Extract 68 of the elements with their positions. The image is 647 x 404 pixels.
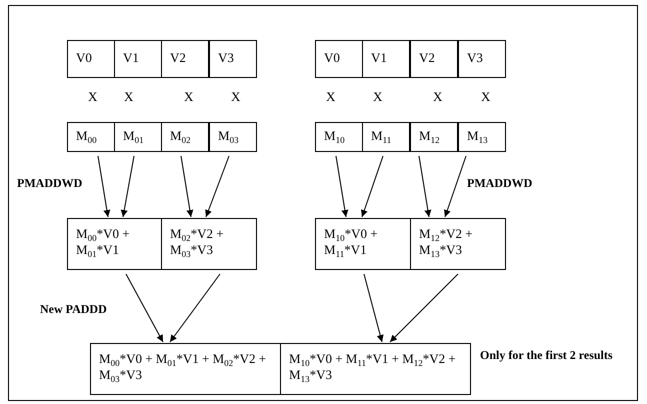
register-cell [458,122,506,152]
register-cell [458,40,506,78]
arrow [205,156,230,218]
multiply-sign: X [373,89,382,105]
register-cell [362,40,410,78]
note-text: Only for the first 2 results [480,348,613,363]
cell-text: M$_{00}$ [76,128,98,144]
cell-text: M$_{11}$ [371,128,392,144]
register-cell [209,122,257,152]
arrow [390,274,458,342]
cell-text: M$_{00}$*V0 + M$_{01}$*V1 [76,226,131,258]
register-cell [362,122,410,152]
cell-text: M$_{13}$ [467,128,489,144]
multiply-sign: X [326,89,336,105]
cell-text: M$_{10}$*V0 + M$_{11}$*V1 [324,226,379,258]
cell-text: M$_{01}$ [123,128,145,144]
multiply-sign: X [433,89,442,105]
multiply-sign: X [124,89,134,105]
arrow [444,156,466,218]
register-cell [209,40,257,78]
arrow [360,156,384,218]
arrow [180,156,194,218]
cell-text: V2 [419,50,436,66]
cell-text: V0 [76,50,93,66]
cell-text: M$_{02}$*V2 + M$_{03}$*V3 [170,226,225,258]
result-cell [315,218,411,270]
cell-text: M$_{10}$*V0 + M$_{11}$*V1 + M$_{12}$*V2 + M$_{13}$*V3 [289,351,457,383]
cell-text: M$_{02}$ [170,128,192,144]
register-cell [315,40,363,78]
multiply-sign: X [481,89,490,105]
cell-text: M$_{10}$ [324,128,346,144]
result-cell [67,218,162,270]
multiply-sign: X [88,89,98,105]
arrow [364,274,384,342]
multiply-sign: X [184,89,194,105]
cell-text: M$_{00}$*V0 + M$_{01}$*V1 + M$_{02}$*V2 + M$_{03}$*V3 [99,351,268,383]
instruction-label: PMADDWD [467,176,532,191]
cell-text: V1 [371,50,388,66]
register-cell [315,122,363,152]
cell-text: M$_{12}$ [419,128,441,144]
register-cell [161,40,209,78]
arrow [98,156,110,218]
register-cell [161,122,209,152]
cell-text: V1 [123,50,140,66]
instruction-label: New PADDD [40,302,107,317]
cell-text: M$_{03}$ [218,128,240,144]
cell-text: V0 [324,50,341,66]
result-cell [410,218,506,270]
result-cell [161,218,257,270]
instruction-label: PMADDWD [17,176,82,191]
cell-text: V3 [218,50,235,66]
register-cell [410,122,458,152]
cell-text: V3 [467,50,484,66]
arrow [120,156,134,218]
arrow [336,156,348,218]
register-cell [67,122,115,152]
cell-text: M$_{12}$*V2 + M$_{13}$*V3 [419,226,474,258]
arrow [170,274,220,342]
cell-text: V2 [170,50,187,66]
arrow [418,156,432,218]
arrow [126,274,164,342]
multiply-sign: X [231,89,240,105]
result-cell [280,343,471,395]
register-cell [114,40,162,78]
result-cell [90,343,281,395]
register-cell [410,40,458,78]
register-cell [114,122,162,152]
register-cell [67,40,115,78]
